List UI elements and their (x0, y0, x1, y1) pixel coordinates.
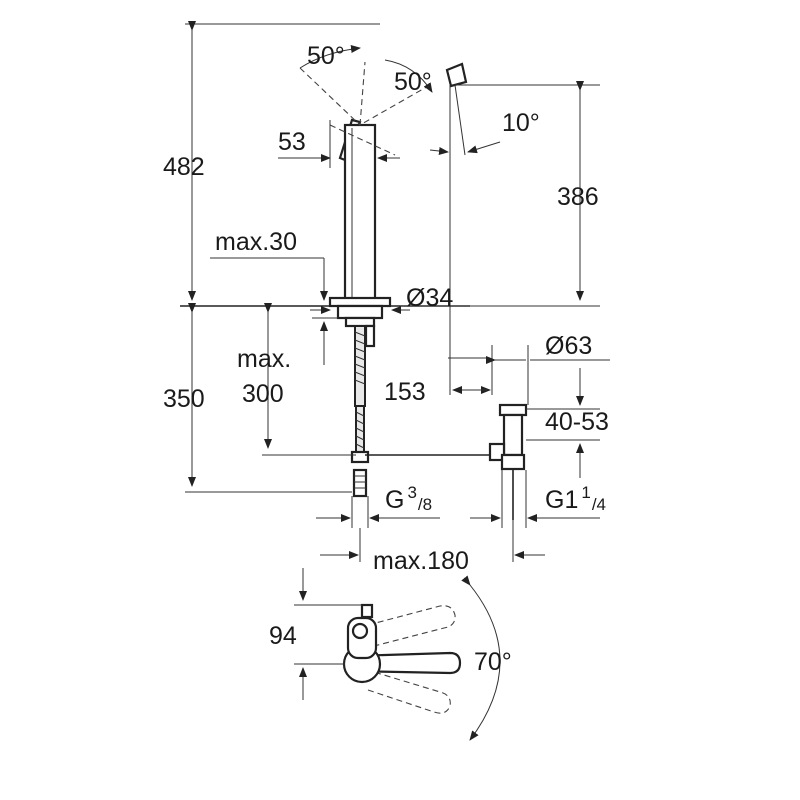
dimension-labels: 482 386 350 50° 50° 10° 53 max.30 Ø34 ma… (163, 42, 609, 676)
dim-g38-sup: 3 (407, 483, 416, 502)
dim-g114-sup: 1 (581, 483, 590, 502)
dim-94: 94 (269, 622, 297, 650)
angle-50-right: 50° (394, 68, 432, 96)
dim-40-53: 40-53 (545, 408, 609, 436)
dim-350: 350 (163, 385, 205, 413)
dim-g114-sub: /4 (592, 495, 606, 514)
drain-assembly (488, 403, 528, 520)
swivel-angles (299, 45, 501, 156)
dim-max300-line1: max. (237, 345, 291, 373)
dim-g38-main: G (385, 486, 404, 514)
dim-53: 53 (278, 128, 306, 156)
dim-g38-sub: /8 (418, 495, 432, 514)
faucet-side-view (180, 20, 492, 498)
dim-max30: max.30 (215, 228, 297, 256)
dim-max300-line2: 300 (242, 380, 284, 408)
faucet-column (343, 123, 377, 302)
faucet-base (328, 296, 392, 308)
dim-153: 153 (384, 378, 426, 406)
faucet-top-view (294, 568, 501, 741)
dim-g114-main: G1 (545, 486, 578, 514)
dim-max180: max.180 (373, 547, 469, 575)
dim-386: 386 (557, 183, 599, 211)
dim-diameter-34: Ø34 (406, 284, 453, 312)
dimension-lines (185, 21, 610, 562)
angle-70: 70° (474, 648, 512, 676)
angle-50-left: 50° (307, 42, 345, 70)
angle-10: 10° (502, 109, 540, 137)
dim-diameter-63: Ø63 (545, 332, 592, 360)
dim-482: 482 (163, 153, 205, 181)
